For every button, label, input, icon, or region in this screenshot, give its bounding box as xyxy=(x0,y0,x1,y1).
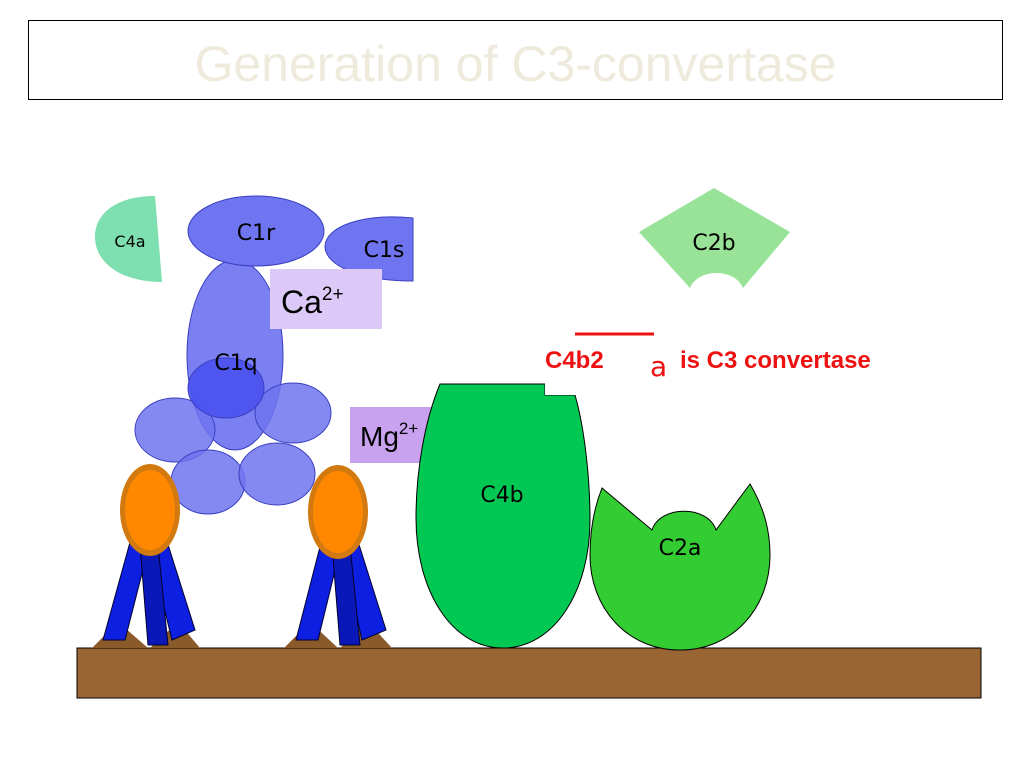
c4b-cleavage-notch xyxy=(545,383,577,395)
c1q-core xyxy=(187,357,265,419)
c1q-head xyxy=(254,382,332,444)
c4a-fragment xyxy=(94,196,162,282)
c1q-head xyxy=(134,397,216,463)
c1s-label: C1s xyxy=(364,238,405,263)
c1r-subunit xyxy=(187,195,325,267)
c2a-fragment xyxy=(589,483,771,651)
c2b-fragment xyxy=(639,188,790,288)
antibody-rosette xyxy=(92,464,200,648)
c1q-label: C1q xyxy=(214,351,257,376)
calcium-ion-box xyxy=(270,269,382,329)
statement-complex-suffix: a xyxy=(650,350,667,383)
c1q-head xyxy=(170,449,246,515)
statement-complex-bold: C4b2 xyxy=(545,347,604,374)
c3-convertase-statement: C4b2 a is C3 convertase xyxy=(545,332,871,383)
title-box: Generation of C3-convertase xyxy=(28,20,1003,100)
c1r-label: C1r xyxy=(237,221,276,246)
magnesium-ion-label: Mg2+ xyxy=(360,419,418,452)
c4b-fragment xyxy=(415,383,591,649)
c4b-label: C4b xyxy=(480,483,523,508)
c4a-label: C4a xyxy=(114,232,145,251)
calcium-ion-label: Ca2+ xyxy=(281,284,344,320)
c1q-head xyxy=(238,442,316,506)
antibody-rosette xyxy=(284,465,392,648)
c2b-label: C2b xyxy=(692,231,735,256)
statement-rest: is C3 convertase xyxy=(680,347,871,374)
c2a-label: C2a xyxy=(659,536,702,561)
slide-title: Generation of C3-convertase xyxy=(194,36,837,92)
cell-membrane xyxy=(76,647,982,699)
